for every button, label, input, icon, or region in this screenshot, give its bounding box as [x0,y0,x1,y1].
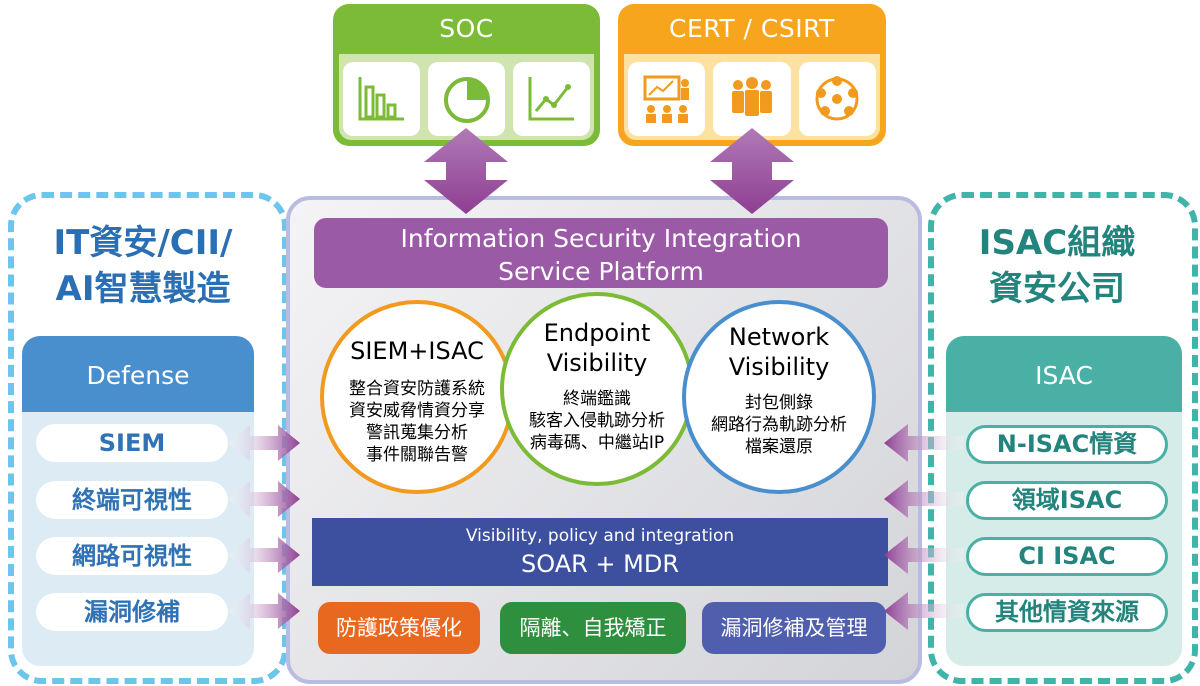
circle3-line: 檔案還原 [745,437,813,457]
isac-item-other: 其他情資來源 [966,593,1168,632]
endpoint-title-line2: Visibility [546,349,648,377]
left-arrow-1 [228,425,300,461]
network-title-line1: Network [728,323,830,351]
circle1-line: 事件關聯告警 [366,445,468,465]
endpoint-title-line1: Endpoint [543,319,651,347]
circle2-line: 駭客入侵軌跡分析 [529,411,665,431]
circle1-line: 警訊蒐集分析 [366,423,468,443]
cert-box: CERT / CSIRT [618,4,886,146]
circle2-line: 病毒碼、中繼站IP [529,433,665,453]
left-section-title: IT資安/CII/ AI智慧製造 [20,220,266,312]
soc-box: SOC [333,4,600,146]
left-arrow-3 [228,537,300,573]
left-title-line2: AI智慧製造 [55,269,231,309]
action-policy-optimization: 防護政策優化 [318,602,480,654]
isac-item-ci: CI ISAC [966,537,1168,576]
team-icon [713,62,791,136]
soar-subtitle: Visibility, policy and integration [465,526,735,546]
siem-isac-title: SIEM+ISAC [350,337,484,365]
defense-item-network: 網路可視性 [36,537,228,575]
defense-item-endpoint: 終端可視性 [36,481,228,519]
network-title-line2: Visibility [728,353,830,381]
right-arrow-2 [884,480,964,518]
pie-chart-icon [428,62,505,136]
soar-mdr-bar: Visibility, policy and integration SOAR … [312,518,888,586]
defense-item-siem: SIEM [36,424,228,462]
line-chart-icon [513,62,590,136]
siem-isac-circle: SIEM+ISAC 整合資安防護系統 資安威脅情資分享 警訊蒐集分析 事件關聯告… [320,300,514,494]
action-patch-management: 漏洞修補及管理 [702,602,886,654]
soar-title: SOAR + MDR [520,550,680,578]
right-arrow-4 [884,592,964,630]
circle2-line: 終端鑑識 [563,389,631,409]
cert-title: CERT / CSIRT [669,14,835,43]
platform-title-line2: Service Platform [498,257,704,286]
action-isolation-correction: 隔離、自我矯正 [500,602,686,654]
left-arrow-4 [228,593,300,629]
defense-item-patch: 漏洞修補 [36,593,228,631]
circle3-line: 封包側錄 [745,393,813,413]
isac-item-domain: 領域ISAC [966,481,1168,520]
presentation-icon [628,62,706,136]
circle1-line: 整合資安防護系統 [349,379,485,399]
right-arrow-3 [884,536,964,574]
left-arrow-2 [228,481,300,517]
right-title-line2: 資安公司 [989,269,1125,309]
cert-platform-arrow [710,128,794,214]
endpoint-visibility-circle: Endpoint Visibility 終端鑑識 駭客入侵軌跡分析 病毒碼、中繼… [500,292,694,486]
circle1-line: 資安威脅情資分享 [349,401,485,421]
right-section-title: ISAC組織 資安公司 [940,220,1174,312]
globe-network-icon [798,62,876,136]
network-visibility-circle: Network Visibility 封包側錄 網路行為軌跡分析 檔案還原 [682,300,876,494]
platform-title-line1: Information Security Integration [400,224,802,253]
right-arrow-1 [884,424,964,462]
defense-title: Defense [22,336,254,412]
bar-chart-icon [343,62,420,136]
isac-title: ISAC [946,336,1182,412]
soc-title: SOC [439,14,494,43]
circle3-line: 網路行為軌跡分析 [711,415,847,435]
soc-platform-arrow [424,128,508,214]
left-title-line1: IT資安/CII/ [53,223,233,263]
right-title-line1: ISAC組織 [978,223,1136,263]
platform-title: Information Security Integration Service… [314,218,888,288]
isac-item-nisac: N-ISAC情資 [966,425,1168,464]
